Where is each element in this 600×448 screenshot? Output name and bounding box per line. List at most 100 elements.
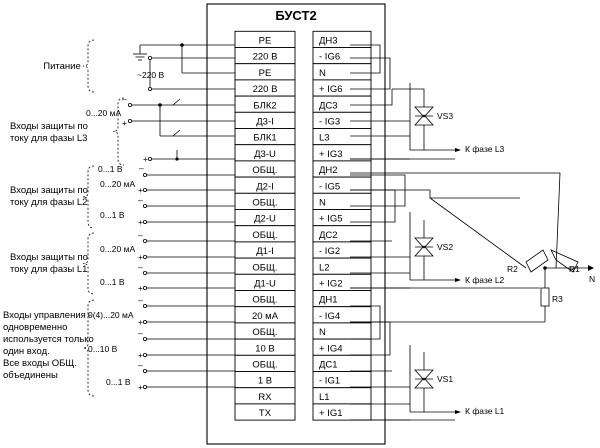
label-out-l2: К фазе L2	[465, 275, 505, 285]
right-terminal-label: ДС1	[319, 360, 338, 371]
right-terminal-label: ДС2	[319, 230, 338, 241]
left-terminal-label: ОБЩ.	[252, 230, 277, 241]
group-braces	[82, 39, 125, 397]
label-out-l3: К фазе L3	[465, 144, 505, 154]
svg-text:–: –	[138, 230, 143, 240]
right-terminal-label: - IG1	[319, 376, 340, 387]
svg-text:–: –	[138, 360, 143, 370]
left-terminal-label: Д3-I	[256, 117, 274, 128]
label-vs2: VS2	[437, 242, 453, 252]
svg-text:+: +	[138, 185, 143, 195]
svg-text:+: +	[138, 317, 143, 327]
svg-text:+: +	[143, 154, 148, 164]
right-terminal-label: N	[319, 68, 326, 79]
left-wiring: – + + – + – + – + – + – + – + – +	[122, 43, 235, 392]
left-terminal-label: Д1-I	[256, 246, 274, 257]
right-terminal-label: + IG6	[319, 84, 343, 95]
left-terminal-label: PE	[259, 36, 272, 47]
label-vs3: VS3	[437, 111, 453, 121]
svg-text:+: +	[138, 350, 143, 360]
right-terminal-label: ДН3	[319, 36, 338, 47]
label-r1: R1	[569, 264, 580, 274]
right-terminal-label: + IG4	[319, 343, 343, 354]
right-terminal-label: + IG2	[319, 279, 343, 290]
label-l1-v: 0...1 В	[100, 277, 125, 287]
left-terminal-label: 1 В	[258, 376, 272, 387]
group-label-l3-line2: току для фазы L3	[10, 133, 87, 144]
group-label-control-line3: используется только	[3, 334, 94, 345]
group-label-power: Питание	[43, 61, 81, 72]
svg-text:+: +	[122, 118, 127, 128]
right-terminal-label: L3	[319, 133, 330, 144]
group-label-control-line2: одновременно	[3, 322, 67, 333]
label-l2-v2: 0...1 В	[100, 210, 125, 220]
group-label-l1-line1: Входы защиты по	[10, 252, 88, 263]
left-terminal-label: 220 В	[253, 52, 278, 63]
svg-text:–: –	[122, 94, 127, 104]
left-terminal-label: 10 В	[255, 343, 275, 354]
label-l2-v: 0...1 В	[98, 164, 123, 174]
group-label-control-line5: Все входы ОБЩ.	[3, 358, 77, 369]
svg-text:+: +	[138, 382, 143, 392]
label-l2-ma: 0...20 мА	[100, 179, 135, 189]
label-control-1v: 0...1 В	[106, 377, 131, 387]
group-brace-3	[82, 232, 95, 295]
right-terminal-label: ДС3	[319, 100, 338, 111]
left-terminal-label: ОБЩ.	[252, 262, 277, 273]
svg-text:–: –	[138, 328, 143, 338]
group-label-control-line6: объединены	[3, 370, 58, 381]
left-terminal-23	[234, 403, 296, 421]
right-terminal-label: - IG5	[319, 181, 340, 192]
right-terminal-label: - IG4	[319, 311, 340, 322]
right-terminal-label: - IG2	[319, 246, 340, 257]
left-terminal-label: Д2-U	[254, 214, 276, 225]
left-terminal-label: ОБЩ.	[252, 360, 277, 371]
right-terminal-label: N	[319, 327, 326, 338]
group-brace-1	[112, 97, 125, 166]
left-terminal-label: ОБЩ.	[252, 165, 277, 176]
label-r2: R2	[507, 264, 518, 274]
right-terminal-label: + IG5	[319, 214, 343, 225]
right-terminal-label: + IG1	[319, 408, 343, 419]
left-terminal-label: ОБЩ.	[252, 327, 277, 338]
svg-text:–: –	[138, 195, 143, 205]
svg-text:–: –	[138, 262, 143, 272]
left-terminal-label: Д3-U	[254, 149, 276, 160]
left-terminal-label: БЛК2	[253, 100, 276, 111]
left-terminal-label: PE	[259, 68, 272, 79]
right-wiring	[350, 44, 594, 421]
group-label-l1-line2: току для фазы L1	[10, 264, 87, 275]
group-brace-0	[82, 39, 95, 93]
label-out-l1: К фазе L1	[465, 406, 505, 416]
left-terminal-label: БЛК1	[253, 133, 276, 144]
group-brace-2	[82, 165, 95, 229]
block-title: БУСТ2	[275, 8, 316, 23]
right-terminal-label: N	[319, 198, 326, 209]
left-terminal-label: Д2-I	[256, 181, 274, 192]
right-terminal-label: L2	[319, 262, 330, 273]
left-terminal-label: 220 В	[253, 84, 278, 95]
right-terminal-label: ДН2	[319, 165, 338, 176]
group-label-control-line1: Входы управления -	[3, 310, 92, 321]
left-terminal-label: ОБЩ.	[252, 198, 277, 209]
right-terminal-label: + IG3	[319, 149, 343, 160]
svg-text:+: +	[138, 252, 143, 262]
label-l1-ma: 0...20 мА	[100, 244, 135, 254]
right-terminal-label: ДН1	[319, 295, 338, 306]
svg-text:–: –	[139, 163, 144, 173]
left-terminal-label: TX	[259, 408, 272, 419]
right-terminal-23	[312, 403, 372, 421]
left-terminal-label: Д1-U	[254, 279, 276, 290]
svg-text:–: –	[138, 295, 143, 305]
svg-text:+: +	[138, 217, 143, 227]
label-r3: R3	[552, 294, 563, 304]
left-terminal-label: RX	[258, 392, 272, 403]
left-terminal-label: ОБЩ.	[252, 295, 277, 306]
group-label-l2-line1: Входы защиты по	[10, 185, 88, 196]
group-label-l2-line2: току для фазы L2	[10, 197, 87, 208]
right-terminal-label: - IG3	[319, 117, 340, 128]
label-220v: ~220 В	[137, 70, 165, 80]
